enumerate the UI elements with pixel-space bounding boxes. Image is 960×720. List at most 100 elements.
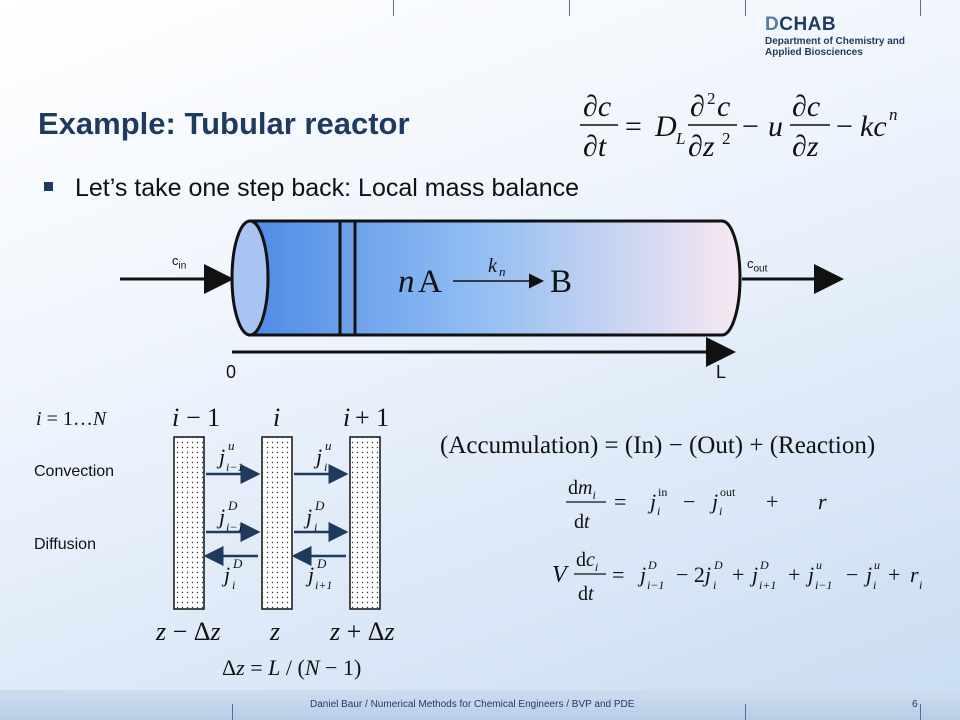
svg-text:dci: dci <box>576 549 598 574</box>
footer-bar <box>0 690 960 720</box>
reactor-inlet-face <box>230 219 270 337</box>
svg-text:n: n <box>398 264 415 300</box>
svg-text:c: c <box>717 90 730 123</box>
svg-text:j: j <box>749 562 758 587</box>
svg-text:−: − <box>683 489 695 514</box>
svg-text:D: D <box>647 558 657 572</box>
svg-text:dt: dt <box>578 583 594 605</box>
svg-text:=: = <box>612 562 624 587</box>
svg-text:n: n <box>889 105 898 124</box>
svg-text:j: j <box>647 489 656 514</box>
footer-divider <box>745 704 746 720</box>
svg-text:u: u <box>768 110 783 143</box>
svg-text:z + Δz: z + Δz <box>329 617 395 646</box>
svg-text:i+1: i+1 <box>315 578 332 592</box>
svg-text:i: i <box>324 460 327 474</box>
svg-text:+: + <box>766 489 778 514</box>
svg-text:∂z: ∂z <box>688 130 715 163</box>
svg-text:u: u <box>816 558 822 572</box>
svg-text:=: = <box>625 110 642 143</box>
svg-text:B: B <box>550 264 572 300</box>
svg-text:i: i <box>232 578 235 592</box>
svg-text:∂c: ∂c <box>583 90 611 123</box>
footer-divider <box>232 704 233 720</box>
svg-text:out: out <box>720 485 736 499</box>
svg-text:D: D <box>232 556 243 571</box>
slide-title: Example: Tubular reactor <box>38 106 410 141</box>
svg-text:+ 1: + 1 <box>355 403 389 432</box>
svg-text:∂: ∂ <box>690 90 705 123</box>
dchab-logo: DCHAB Department of Chemistry and Applie… <box>765 14 905 58</box>
diffusion-row-label: Diffusion <box>34 536 96 553</box>
svg-text:i: i <box>343 403 350 432</box>
svg-text:−: − <box>836 110 853 143</box>
svg-text:2: 2 <box>722 129 731 148</box>
svg-text:i: i <box>719 504 722 518</box>
svg-text:∂t: ∂t <box>583 130 607 163</box>
svg-text:i: i <box>713 578 716 592</box>
svg-text:A: A <box>418 264 442 300</box>
svg-text:L: L <box>675 129 685 148</box>
svg-text:D: D <box>759 558 769 572</box>
svg-text:in: in <box>658 485 667 499</box>
header-divider <box>393 0 394 16</box>
axis-end-label: L <box>716 362 727 382</box>
svg-text:V: V <box>552 562 569 588</box>
svg-text:−: − <box>846 562 858 587</box>
svg-text:i: i <box>273 403 280 432</box>
svg-text:D: D <box>316 556 327 571</box>
inlet-concentration-label: cin <box>172 253 187 272</box>
svg-text:D: D <box>654 110 677 143</box>
svg-text:∂z: ∂z <box>792 130 819 163</box>
svg-text:i−1: i−1 <box>226 460 243 474</box>
svg-text:i+1: i+1 <box>759 578 776 592</box>
svg-text:2: 2 <box>707 89 716 108</box>
bullet-text: Let’s take one step back: Local mass bal… <box>75 174 580 202</box>
svg-text:n: n <box>499 264 506 279</box>
bullet-square-icon <box>44 181 53 191</box>
svg-text:i: i <box>657 504 660 518</box>
svg-text:i: i <box>172 403 179 432</box>
header-divider <box>569 0 570 16</box>
svg-text:j: j <box>221 562 230 587</box>
svg-text:j: j <box>805 562 814 587</box>
grid-cell-current <box>261 436 293 610</box>
svg-text:(Accumulation) = (In) − (Out): (Accumulation) = (In) − (Out) + (Reactio… <box>440 432 875 459</box>
logo-department-line: Applied Biosciences <box>765 47 863 58</box>
page-number: 6 <box>912 699 918 710</box>
svg-text:i−1: i−1 <box>815 578 832 592</box>
svg-text:+: + <box>888 562 900 587</box>
svg-text:dmi: dmi <box>568 477 596 502</box>
svg-text:j: j <box>305 562 314 587</box>
header-divider <box>745 0 746 16</box>
svg-text:Δz = L / (N − 1): Δz = L / (N − 1) <box>222 655 361 680</box>
svg-text:j: j <box>313 444 322 469</box>
footer-text: Daniel Baur / Numerical Methods for Chem… <box>310 699 635 710</box>
svg-text:k: k <box>488 255 498 277</box>
svg-text:u: u <box>228 438 235 453</box>
header-divider <box>920 0 921 16</box>
svg-text:j: j <box>637 562 646 587</box>
convection-row-label: Convection <box>34 463 115 480</box>
svg-text:−: − <box>742 110 759 143</box>
svg-text:i: i <box>873 578 876 592</box>
svg-text:i = 1…N: i = 1…N <box>36 408 108 430</box>
svg-text:− 2j: − 2j <box>676 562 711 587</box>
grid-cell-prev <box>173 436 205 610</box>
svg-text:j: j <box>216 444 225 469</box>
outlet-concentration-label: cout <box>747 256 768 275</box>
bullet-point: Let’s take one step back: Local mass bal… <box>44 174 579 203</box>
svg-text:+: + <box>732 562 744 587</box>
reactor-tube <box>248 219 742 337</box>
svg-text:− 1: − 1 <box>186 403 220 432</box>
logo-mark-d: D <box>765 14 780 35</box>
svg-text:D: D <box>713 558 723 572</box>
grid-cell-next <box>349 436 381 610</box>
svg-text:D: D <box>227 498 238 513</box>
svg-text:u: u <box>325 438 332 453</box>
svg-text:kc: kc <box>860 110 887 143</box>
svg-text:z: z <box>269 617 280 646</box>
svg-text:+: + <box>788 562 800 587</box>
svg-text:j: j <box>709 489 718 514</box>
